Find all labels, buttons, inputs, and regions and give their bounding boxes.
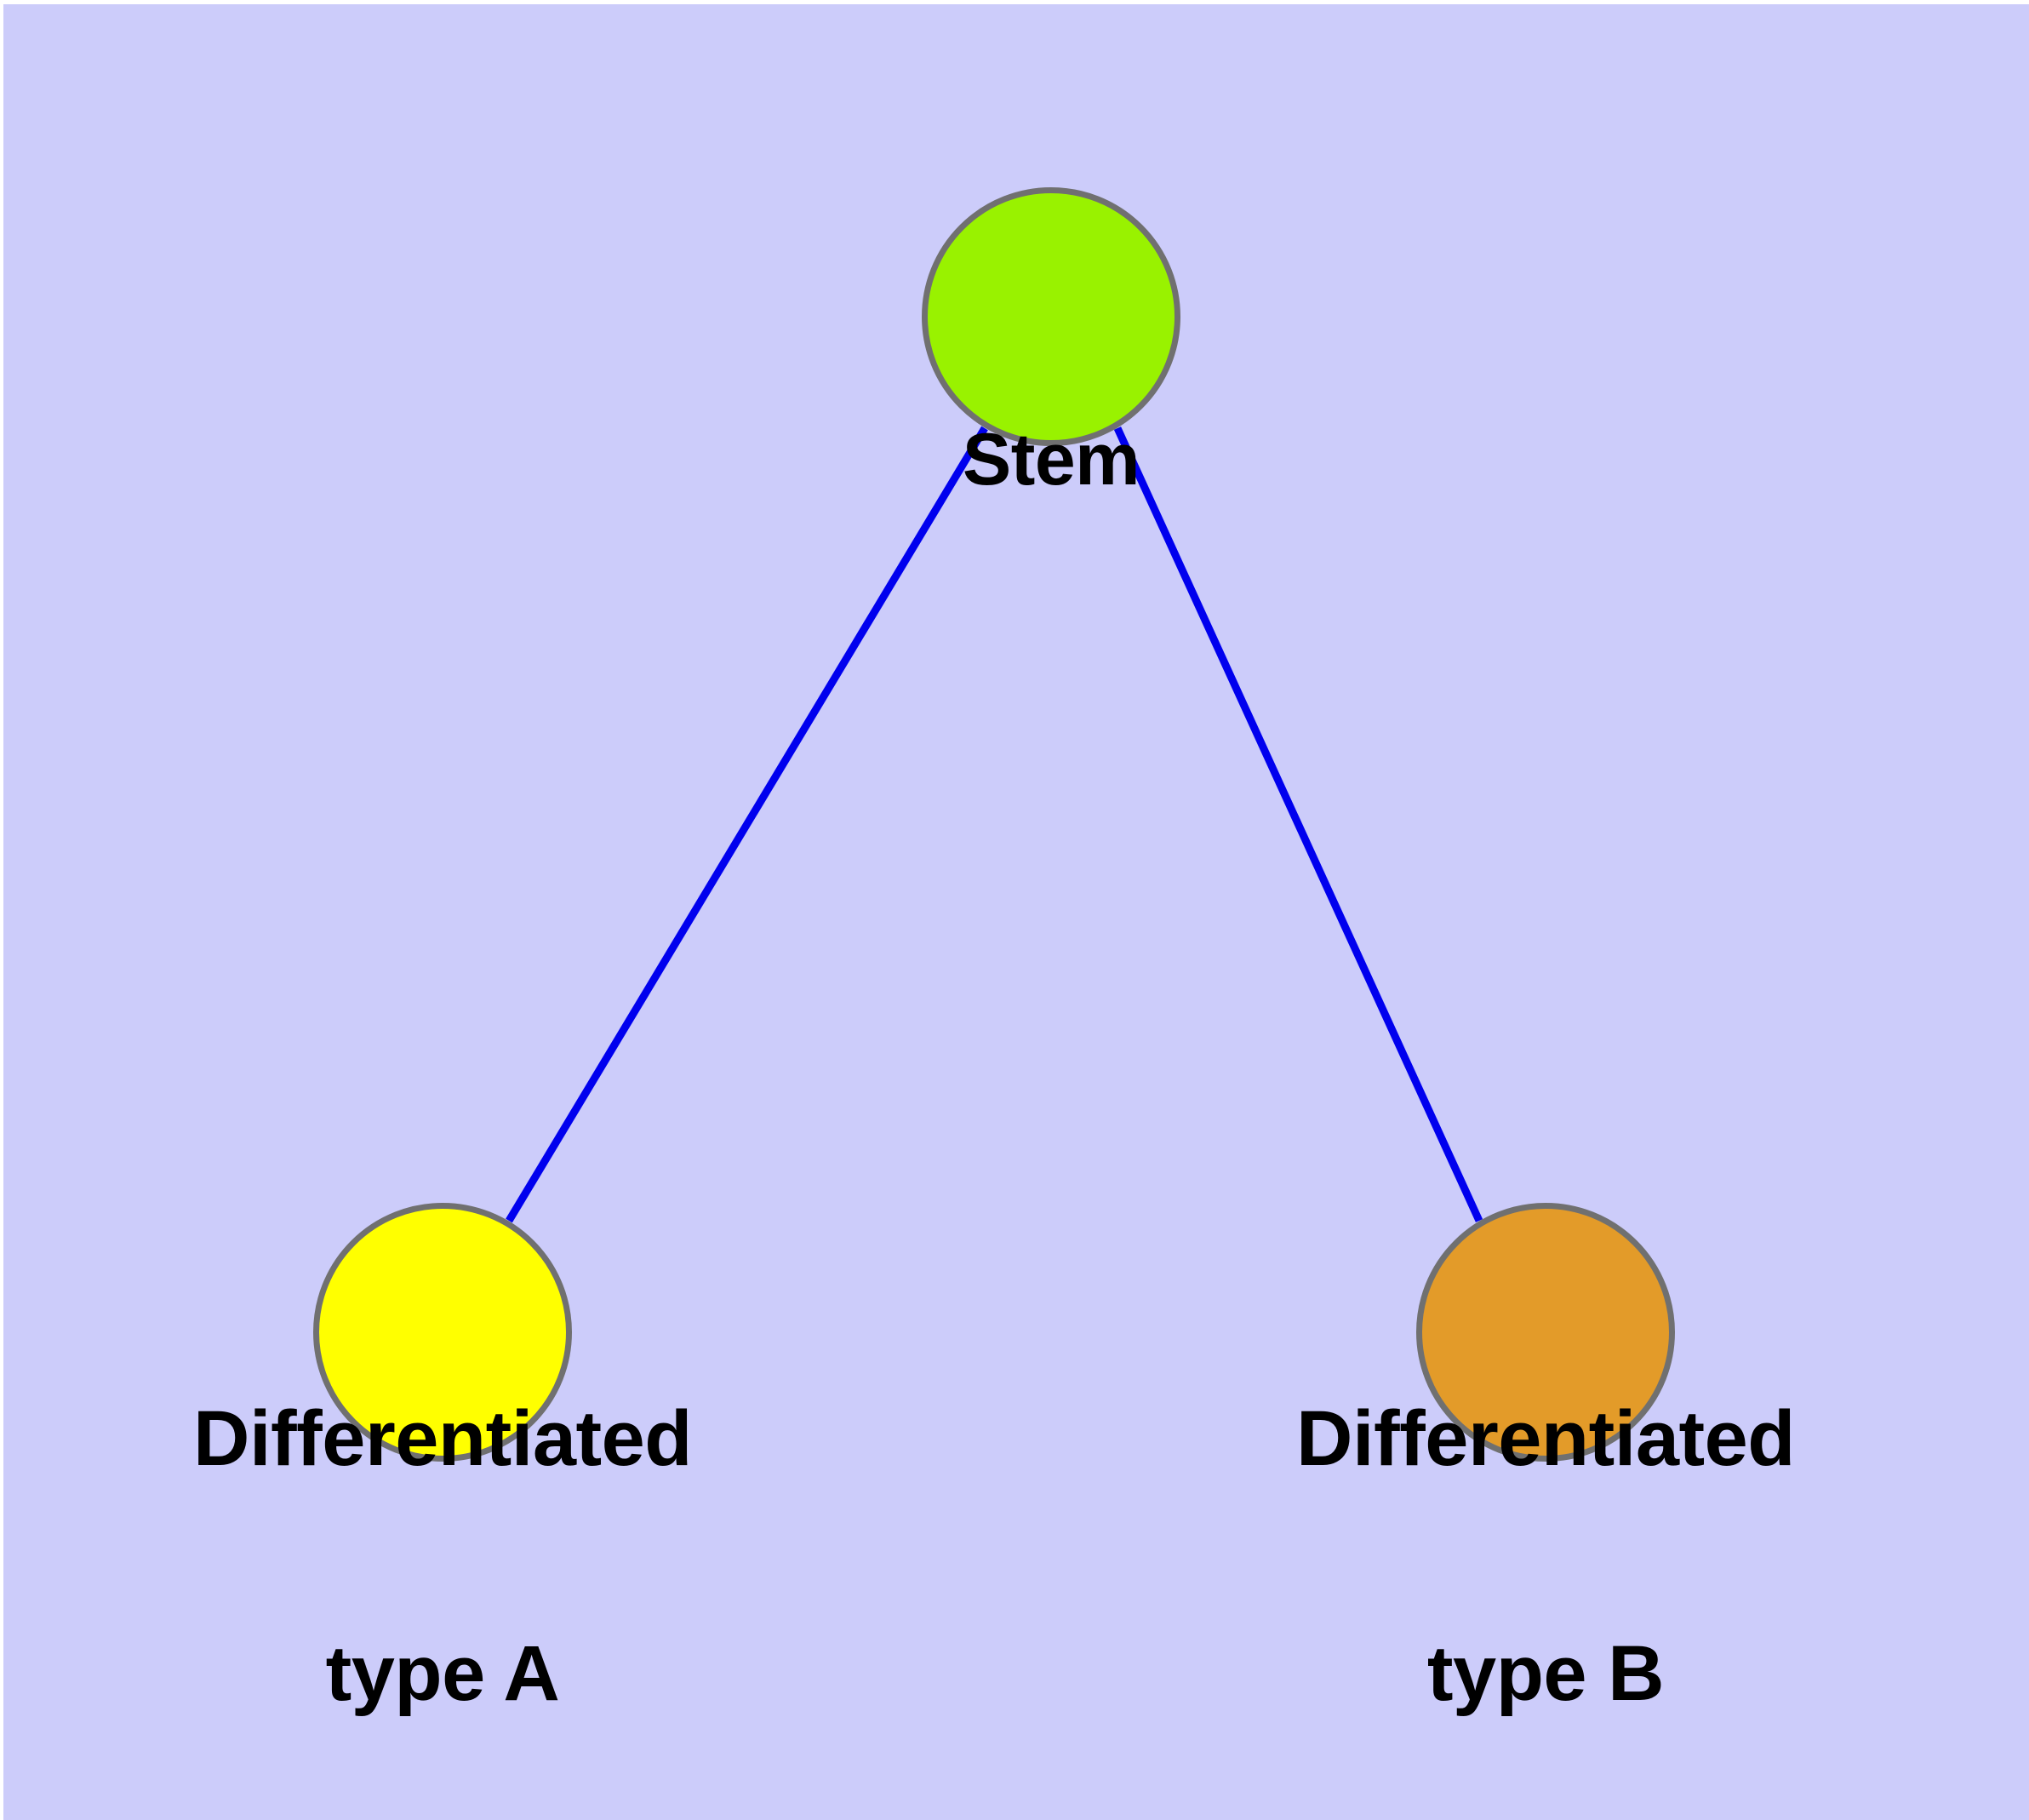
edge-stem-to-diff-a[interactable] bbox=[506, 426, 988, 1223]
node-stem[interactable] bbox=[922, 187, 1180, 446]
edge-stem-to-diff-b[interactable] bbox=[1113, 426, 1483, 1222]
node-diff-b[interactable] bbox=[1416, 1203, 1675, 1462]
node-layer bbox=[313, 187, 1675, 1462]
node-diff-a[interactable] bbox=[313, 1203, 572, 1462]
edge-layer bbox=[506, 426, 1483, 1223]
